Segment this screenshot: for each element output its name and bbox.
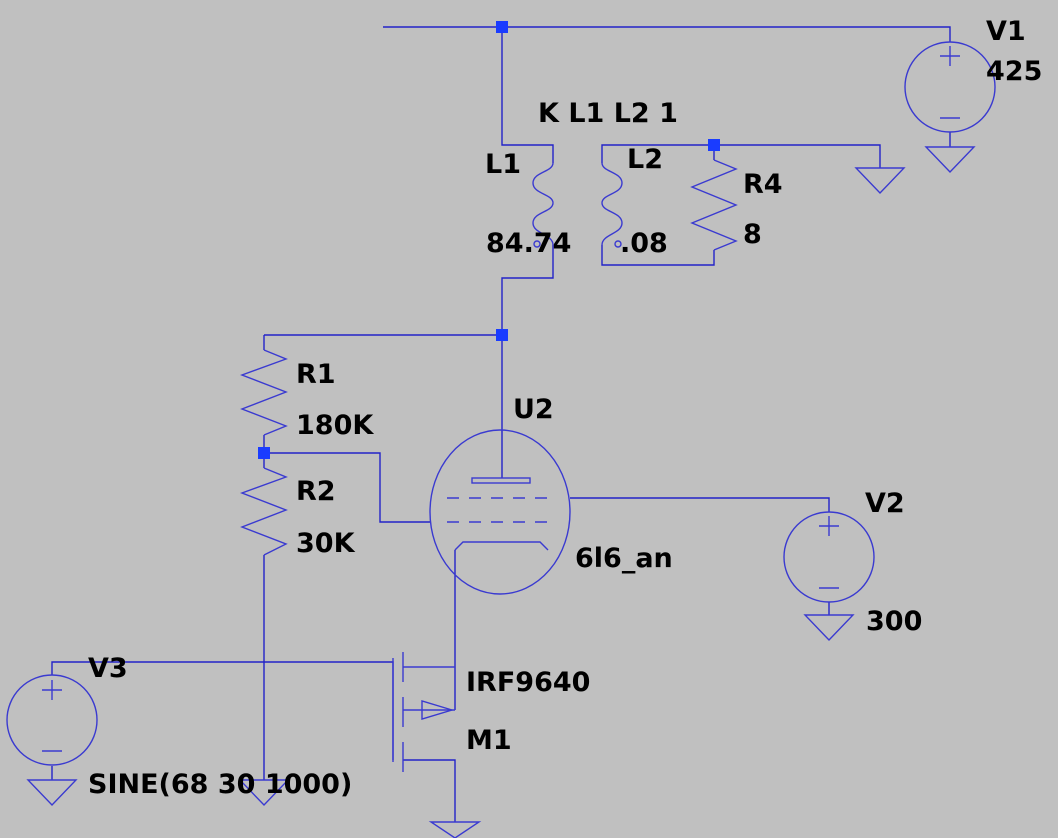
- ground-icon: [924, 146, 976, 174]
- label-v1-value: 425: [986, 56, 1042, 87]
- voltage-source-v1[interactable]: [904, 41, 996, 133]
- label-l2-value: .08: [620, 228, 668, 259]
- label-v2-value: 300: [866, 606, 922, 637]
- label-l1-value: 84.74: [486, 228, 571, 259]
- label-l1-name: L1: [485, 149, 521, 180]
- label-r2-value: 30K: [296, 528, 356, 559]
- wire-l1-top[interactable]: [501, 27, 554, 163]
- ground-icon: [238, 779, 290, 807]
- label-v1-name: V1: [986, 16, 1026, 47]
- inductor-l1[interactable]: [532, 162, 554, 248]
- coupling-directive: K L1 L2 1: [538, 98, 678, 129]
- wires: [51, 26, 951, 822]
- junctions: [258, 21, 720, 459]
- wire-grid[interactable]: [264, 452, 430, 523]
- label-r1-name: R1: [296, 359, 336, 390]
- label-r2-name: R2: [296, 476, 336, 507]
- label-m1-name: M1: [466, 725, 512, 756]
- wire-l2-top[interactable]: [601, 144, 881, 168]
- label-r1-value: 180K: [296, 410, 374, 441]
- label-r4-value: 8: [743, 219, 762, 250]
- ground-icon: [803, 614, 855, 642]
- ground-icon: [854, 167, 906, 195]
- label-v2-name: V2: [865, 488, 905, 519]
- wire-mosfet-drain[interactable]: [403, 759, 456, 822]
- voltage-source-v2[interactable]: [783, 511, 875, 603]
- junction-dot: [496, 21, 508, 33]
- wire-l2-bottom[interactable]: [601, 245, 715, 266]
- wire-l1-bottom[interactable]: [501, 245, 554, 335]
- junction-dot: [258, 447, 270, 459]
- resistor-r4[interactable]: [690, 159, 738, 251]
- resistor-r2[interactable]: [240, 467, 288, 556]
- label-u2-value: 6l6_an: [575, 543, 673, 574]
- ground-icon: [26, 779, 78, 807]
- label-v3-name: V3: [88, 653, 128, 684]
- junction-dot: [496, 329, 508, 341]
- label-m1-value: IRF9640: [466, 667, 590, 698]
- wire-screen[interactable]: [570, 497, 830, 512]
- ground-symbols: [26, 146, 976, 838]
- label-v3-value: SINE(68 30 1000): [88, 769, 352, 800]
- label-l2-name: L2: [627, 144, 663, 175]
- vacuum-tube-u2[interactable]: [429, 429, 571, 595]
- wire-top-rail[interactable]: [383, 26, 951, 42]
- inductor-l2[interactable]: [601, 162, 623, 248]
- ground-icon: [428, 821, 482, 838]
- mosfet-m1[interactable]: [392, 652, 455, 772]
- labels: K L1 L2 1 V1 425 L1 84.74 L2 .08 R4 8 R1…: [88, 16, 1042, 800]
- voltage-source-v3[interactable]: [6, 674, 98, 766]
- resistor-r1[interactable]: [240, 349, 288, 436]
- junction-dot: [708, 139, 720, 151]
- label-r4-name: R4: [743, 169, 783, 200]
- label-u2-name: U2: [513, 394, 554, 425]
